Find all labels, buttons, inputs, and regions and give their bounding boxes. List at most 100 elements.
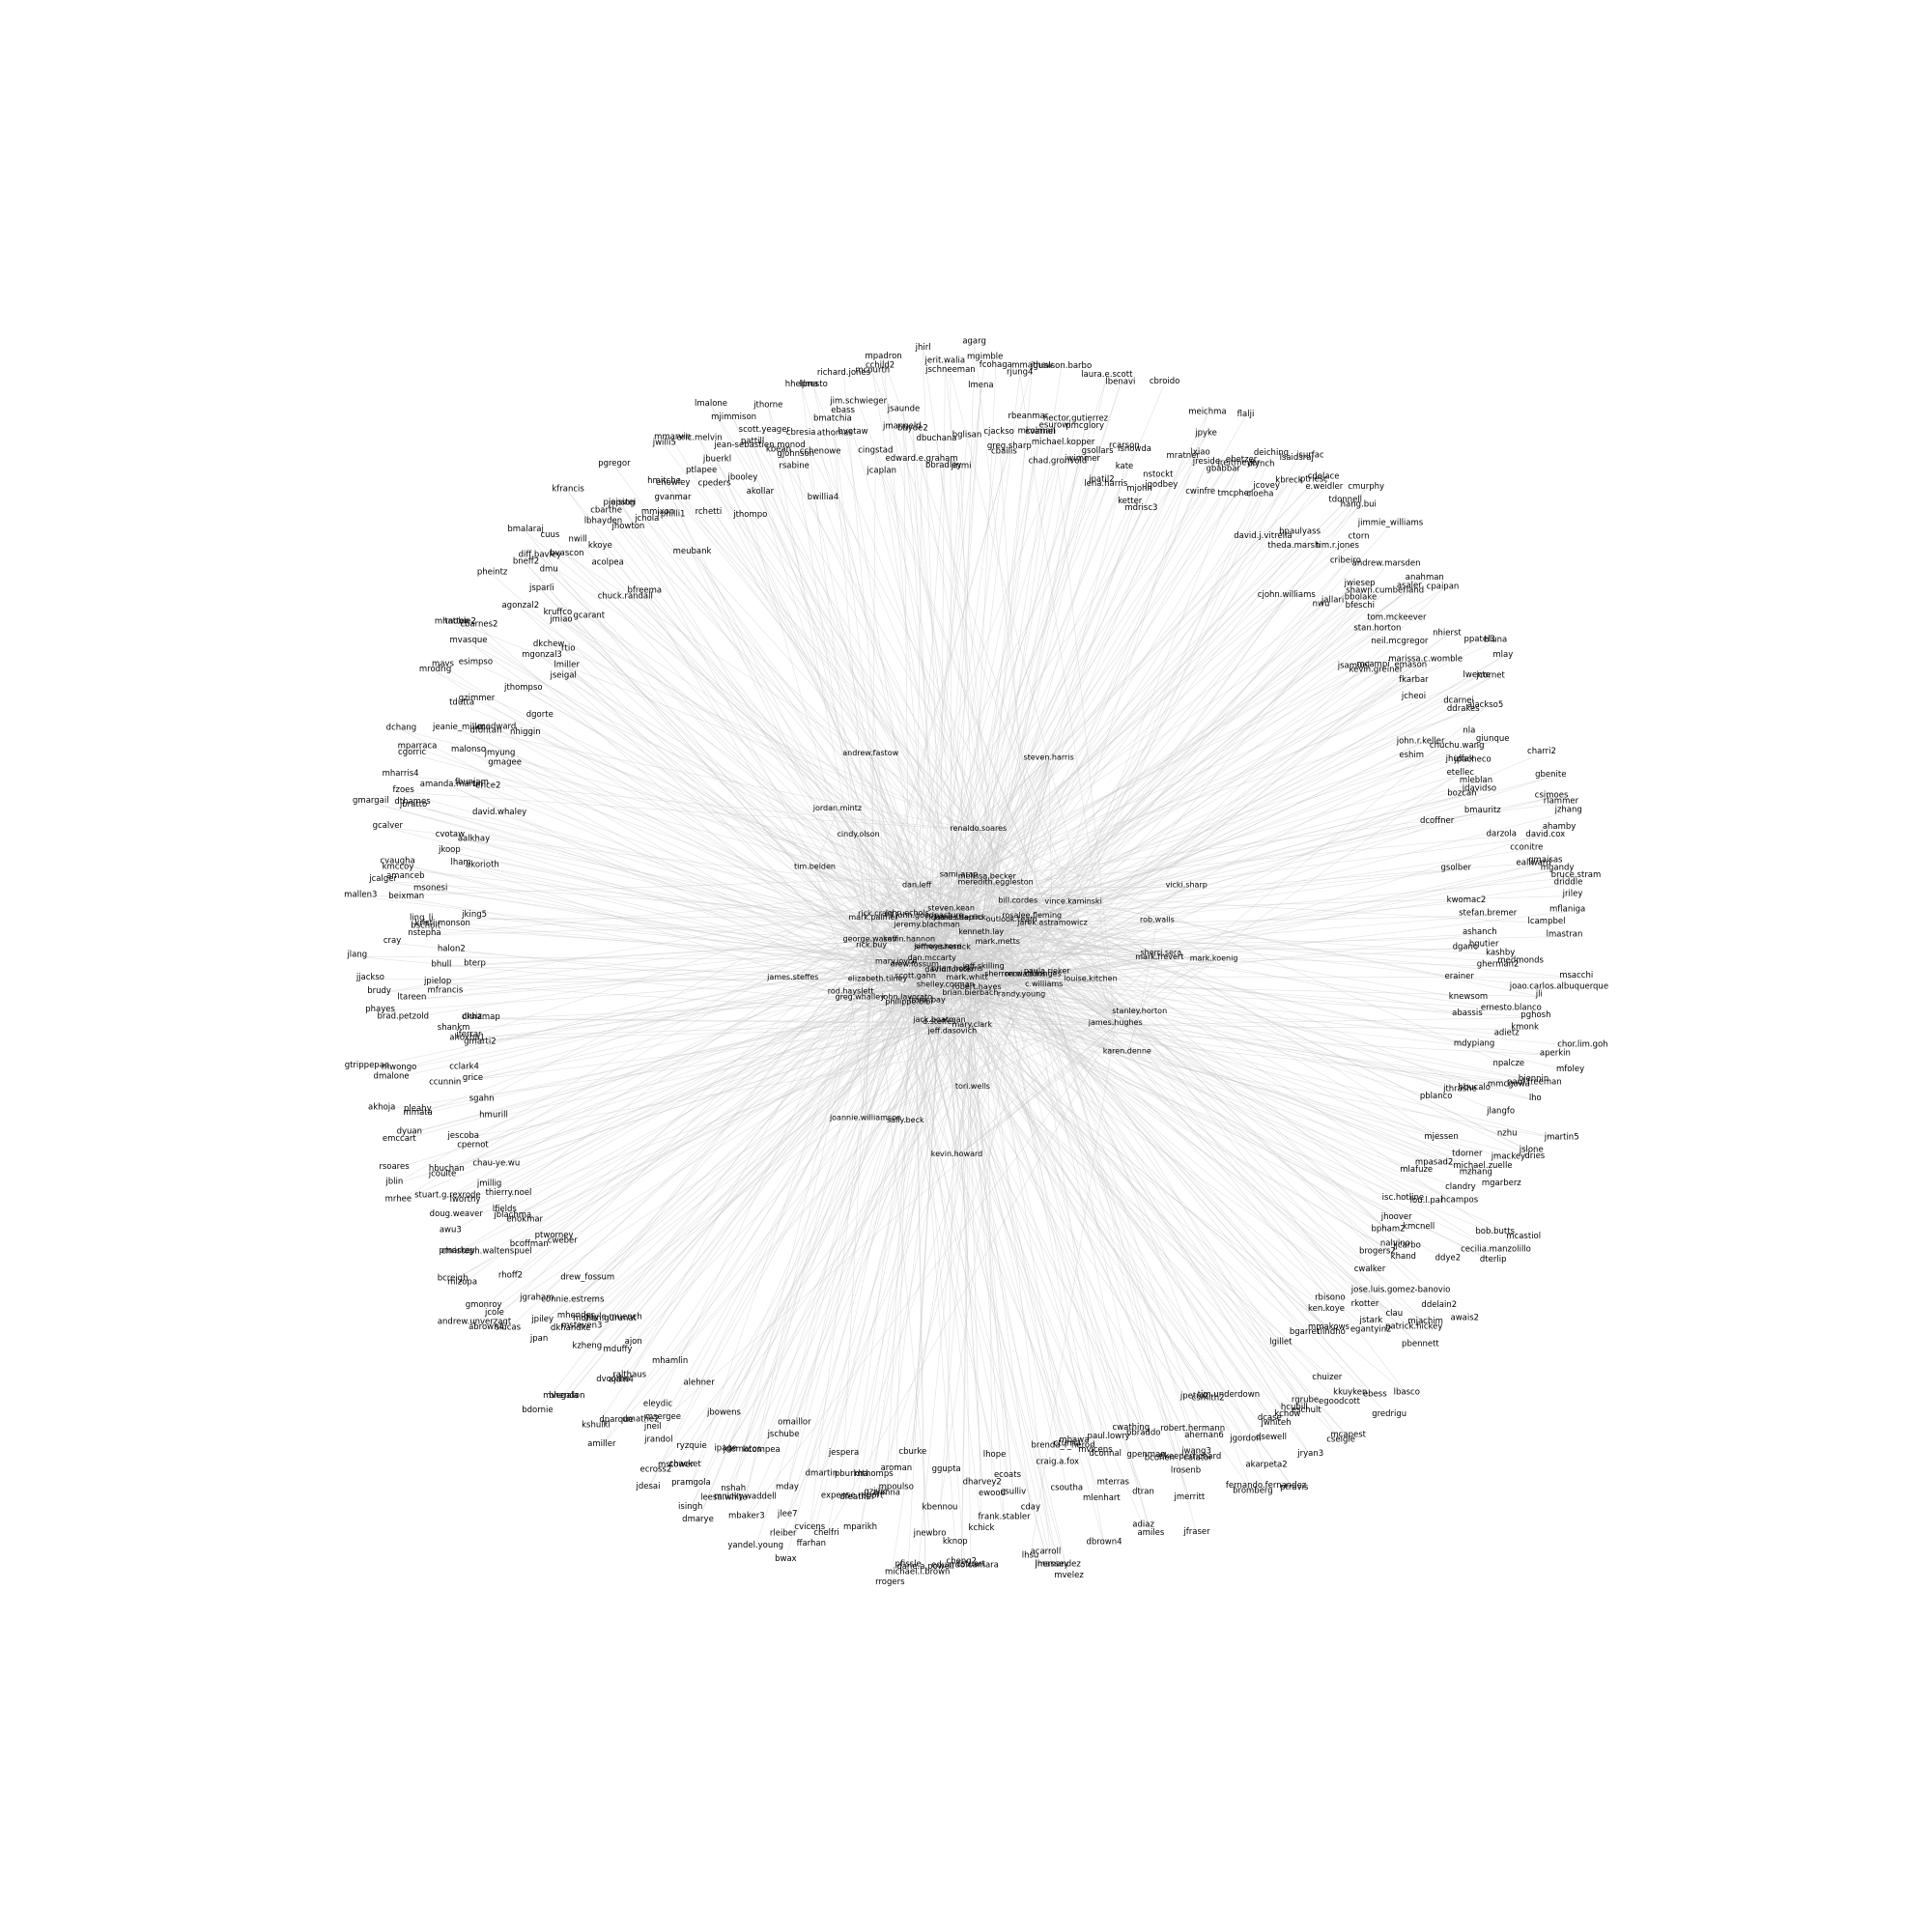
graph-edge [538, 1026, 973, 1342]
graph-edge [405, 877, 968, 980]
graph-edge [970, 994, 1140, 1014]
graph-edge [917, 706, 1486, 888]
node-label: rtio [561, 644, 575, 654]
graph-edge [870, 947, 940, 1024]
node-label: drew.fossum [891, 960, 940, 969]
node-label: erice2 [475, 781, 500, 791]
node-label: awu3 [440, 1226, 462, 1236]
node-label: hcampos [1441, 1196, 1479, 1206]
node-label: mfrancis [427, 985, 463, 995]
node-label: adiaz [1132, 1520, 1154, 1529]
node-label: kevin.howard [931, 1150, 982, 1158]
graph-edge [399, 902, 1018, 1070]
node-label: mrhee [385, 1195, 412, 1205]
node-label: mcastiol [1506, 1232, 1541, 1241]
node-label: pattill [741, 437, 764, 446]
node-label: mmakows [1308, 1322, 1350, 1332]
node-label: msonesi [413, 883, 447, 893]
node-label: ajain4 [609, 1376, 634, 1385]
node-label: jdesai [636, 1482, 661, 1492]
node-label: hang.bui [1341, 500, 1377, 510]
node-label: kruffco [544, 608, 573, 617]
graph-edge [468, 751, 878, 981]
graph-edge [401, 729, 959, 877]
graph-edge [870, 830, 980, 948]
graph-edge [588, 617, 952, 911]
graph-edge [475, 664, 1053, 925]
node-label: bterp [464, 959, 486, 969]
node-label: steven.harris [1023, 753, 1073, 761]
graph-edge [997, 944, 1096, 1452]
node-label: etellec [1447, 768, 1475, 778]
graph-edge [1052, 876, 1577, 925]
graph-edge [814, 868, 978, 990]
node-label: cconitre [1510, 843, 1543, 853]
node-label: pmarkey [439, 1246, 474, 1256]
graph-edge [942, 921, 1012, 950]
node-label: asaler [1397, 582, 1422, 591]
node-label: bmalaraj [507, 525, 544, 534]
node-label: randy.young [998, 990, 1045, 999]
graph-edge [970, 994, 1144, 1494]
graph-edge [754, 1002, 927, 1548]
node-label: lfields [493, 1205, 518, 1214]
graph-edge [1021, 862, 1546, 997]
node-label: lmena [968, 381, 993, 390]
graph-edge [959, 490, 1140, 921]
graph-edge [915, 919, 955, 979]
graph-edge [814, 868, 1016, 977]
node-label: ralthaus [612, 1371, 646, 1380]
graph-edge [972, 759, 1049, 1028]
graph-edge [1046, 462, 1242, 974]
graph-edge [945, 986, 1208, 1401]
node-label: jmerritt [1174, 1492, 1206, 1502]
node-label: lhope [983, 1450, 1007, 1460]
graph-edge [958, 384, 1122, 877]
graph-edge [399, 986, 946, 1142]
graph-edge [570, 941, 871, 1331]
graph-edge [877, 980, 930, 1536]
graph-edge [915, 681, 1414, 979]
graph-edge [875, 915, 947, 987]
node-label: mcourtn [855, 366, 890, 376]
node-label: akorioth [466, 861, 499, 870]
node-label: cchenowe [800, 447, 841, 457]
node-label: gtrippepao [345, 1061, 389, 1070]
graph-edge [956, 878, 988, 971]
graph-edge [1014, 661, 1426, 977]
node-label: bvotaw [838, 427, 867, 437]
node-label: jgraham [519, 1293, 554, 1303]
graph-edge [409, 986, 946, 1134]
node-label: cjackso [983, 427, 1013, 437]
node-label: csmith2 [1192, 1393, 1225, 1403]
node-label: mark.koenig [1190, 954, 1238, 963]
graph-edge [451, 785, 927, 1003]
graph-edge [479, 980, 878, 1044]
node-label: mmarvin [654, 432, 691, 441]
node-label: fzoes [393, 785, 415, 795]
graph-edge [875, 895, 1574, 917]
graph-edge [951, 903, 1074, 911]
node-label: csoutha [1050, 1483, 1083, 1492]
node-label: lworthy [450, 1195, 481, 1205]
graph-edge [1017, 902, 1205, 1438]
graph-edge [541, 589, 915, 967]
node-label: cloeha [1246, 489, 1273, 498]
node-label: dmalone [374, 1072, 410, 1082]
node-label: kchick [969, 1523, 995, 1533]
node-label: jslone [1519, 1145, 1544, 1154]
node-label: dtran [1132, 1488, 1154, 1497]
graph-edge [618, 504, 952, 911]
graph-edge [858, 403, 1053, 925]
graph-edge [570, 979, 968, 1331]
graph-edge [937, 948, 1214, 961]
graph-edge [995, 884, 1414, 1329]
node-label: bromberg [1233, 1487, 1273, 1496]
node-label: jim.schwieger [829, 396, 887, 406]
node-label: amiles [1137, 1528, 1164, 1538]
graph-edge [1033, 976, 1190, 1499]
node-label: chuizer [1312, 1373, 1343, 1382]
graph-edge [901, 428, 981, 934]
node-label: kknop [943, 1537, 968, 1547]
node-label: ebess [1363, 1390, 1387, 1400]
